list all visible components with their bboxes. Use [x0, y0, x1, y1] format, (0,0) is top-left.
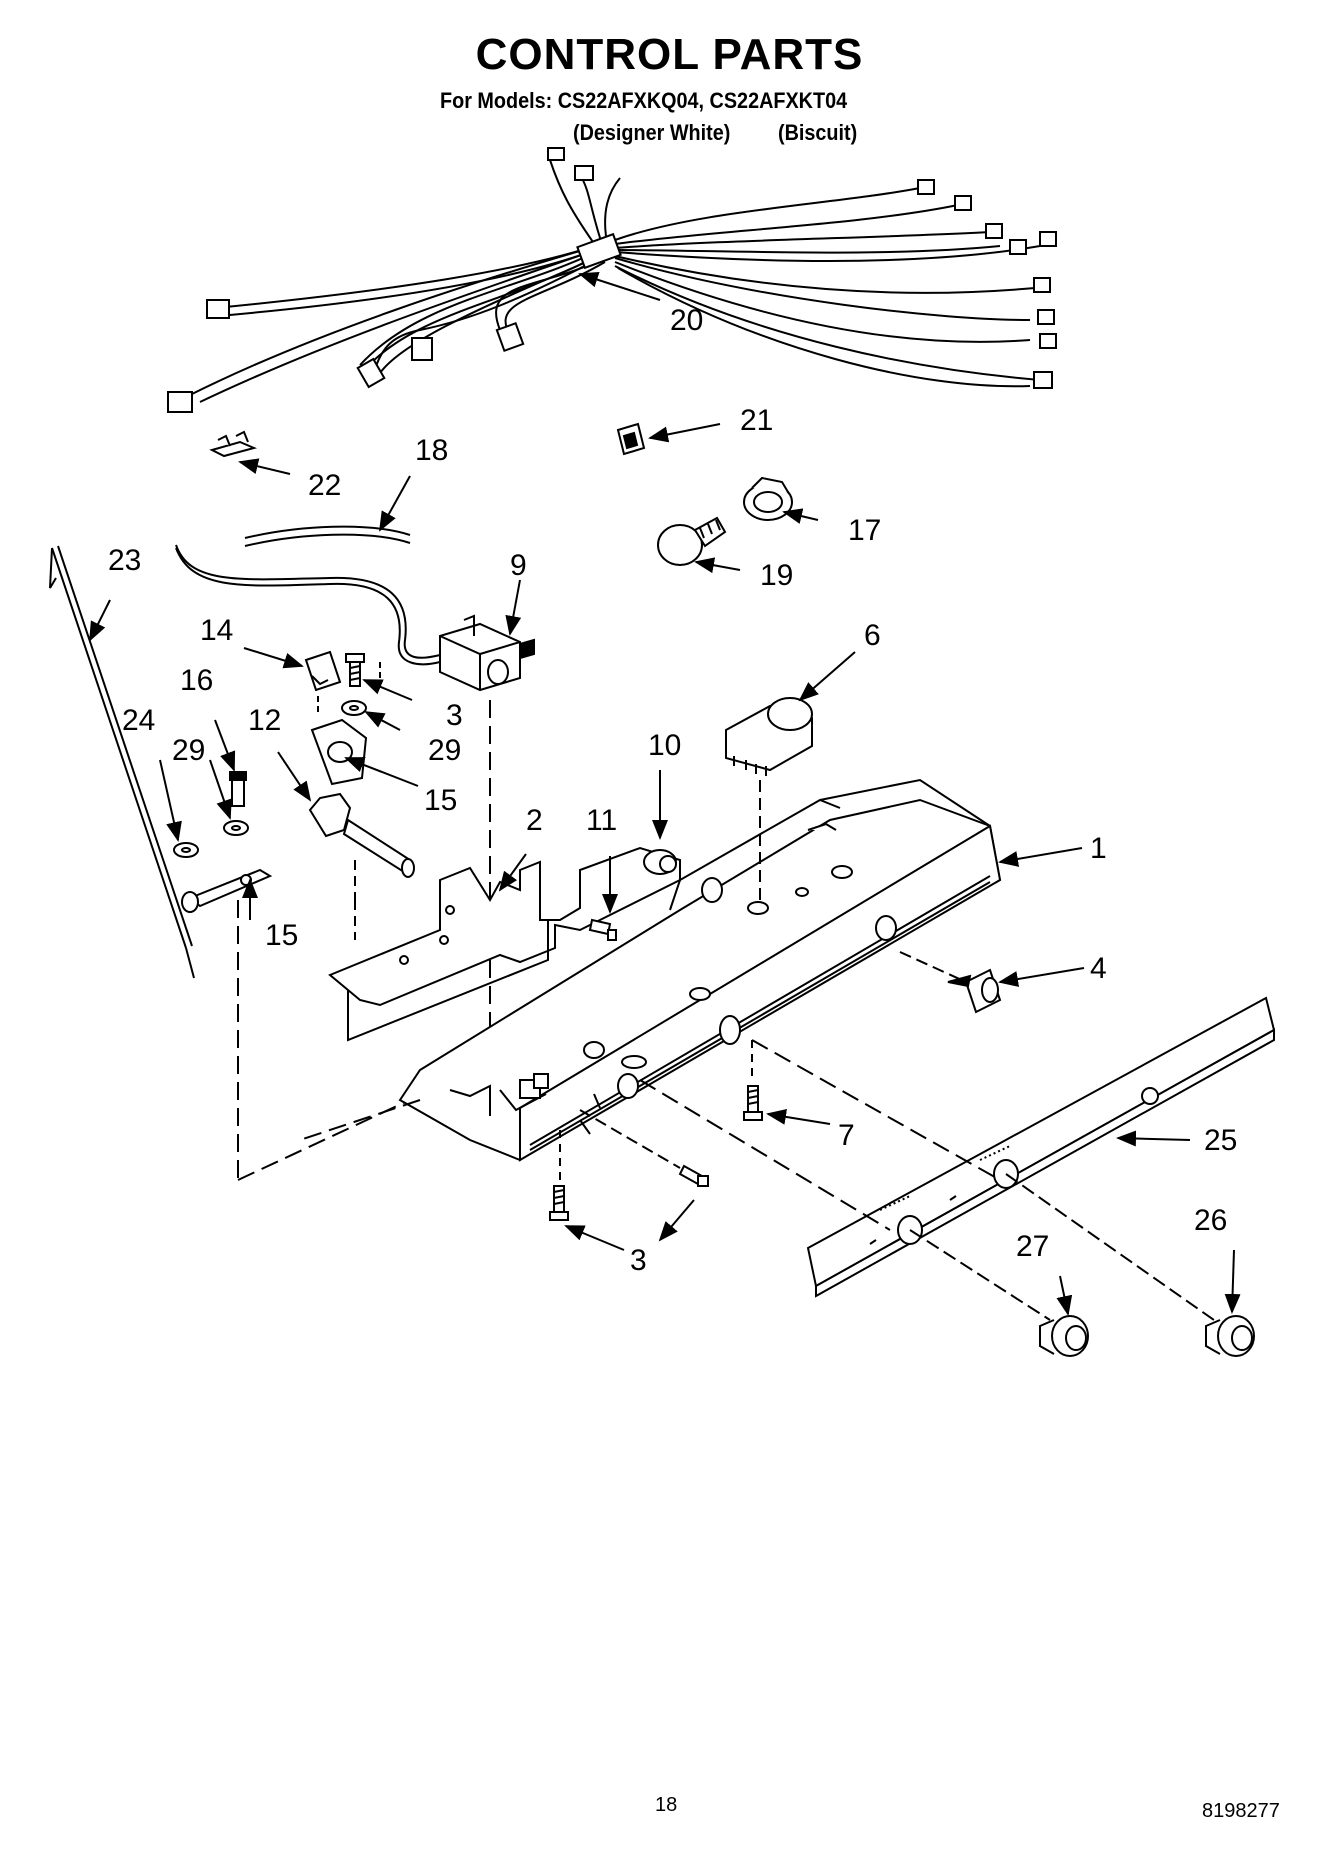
callout-arrows — [89, 271, 1241, 1316]
callout-10: 11 — [586, 804, 617, 837]
callout-3-upper: 3 — [446, 699, 463, 732]
screw-part-3-lower — [549, 1109, 709, 1221]
models-line: For Models: CS22AFXKQ04, CS22AFXKT04 — [440, 88, 848, 113]
wire-harness — [167, 147, 1057, 413]
assembly-leader-lines — [299, 1039, 1001, 1231]
callout-11: 12 — [248, 704, 281, 737]
screw-part-3-upper — [341, 653, 367, 716]
variant-biscuit: (Biscuit) — [778, 120, 858, 145]
callout-23: 23 — [108, 544, 141, 577]
callout-3-lower: 3 — [630, 1244, 647, 1277]
callout-9: 9 — [510, 549, 527, 582]
page-number: 18 — [655, 1794, 678, 1816]
page-title: CONTROL PARTS — [475, 30, 864, 79]
clip-part-14 — [304, 650, 342, 692]
control-module-part-6 — [725, 697, 813, 900]
light-bulb-part-19 — [657, 516, 727, 566]
screw-part-7 — [743, 1040, 763, 1121]
callout-29-right: 29 — [428, 734, 461, 767]
thermostat-part-9 — [439, 614, 535, 1090]
front-panel-part-25 — [806, 996, 1276, 1298]
knob-part-26 — [1005, 1173, 1255, 1357]
tube-part-18 — [175, 525, 441, 666]
callout-14: 14 — [200, 614, 233, 647]
document-number: 8198277 — [1202, 1800, 1280, 1822]
callout-22: 22 — [308, 469, 341, 502]
callout-20: 20 — [670, 304, 703, 337]
callout-17: 17 — [848, 514, 881, 547]
clip-part-21 — [616, 422, 646, 456]
callout-8: 10 — [648, 729, 681, 762]
variant-designer-white: (Designer White) — [573, 120, 731, 145]
clip-part-22 — [209, 430, 258, 458]
callout-26: 26 — [1194, 1204, 1227, 1237]
callout-18: 18 — [415, 434, 448, 467]
switch-part-4 — [899, 951, 1002, 1014]
callout-24: 24 — [122, 704, 155, 737]
screw-part-10 — [588, 918, 617, 941]
callout-15: 15 — [265, 919, 298, 952]
callout-7: 7 — [838, 1119, 855, 1152]
callout-4: 4 — [1090, 952, 1107, 985]
callout-25: 25 — [1204, 1124, 1237, 1157]
callout-16: 16 — [180, 664, 213, 697]
bracket-plate-part-2 — [328, 846, 681, 1042]
knob-part-27 — [909, 1229, 1089, 1357]
callout-labels: 20 21 22 18 17 19 23 9 14 6 16 3 24 12 2… — [108, 304, 1237, 1277]
shaft-part-11 — [308, 792, 415, 940]
control-housing-part-1 — [398, 778, 1002, 1162]
cap-part-8 — [643, 849, 677, 875]
callout-27: 27 — [1016, 1230, 1049, 1263]
callout-6: 6 — [864, 619, 881, 652]
callout-1: 1 — [1090, 832, 1107, 865]
callout-2: 2 — [526, 804, 543, 837]
rod-part-23 — [49, 545, 195, 979]
callout-21: 21 — [740, 404, 773, 437]
lamp-socket-part-17 — [743, 476, 793, 521]
callout-19: 19 — [760, 559, 793, 592]
callout-29-left: 29 — [172, 734, 205, 767]
callout-12: 15 — [424, 784, 457, 817]
